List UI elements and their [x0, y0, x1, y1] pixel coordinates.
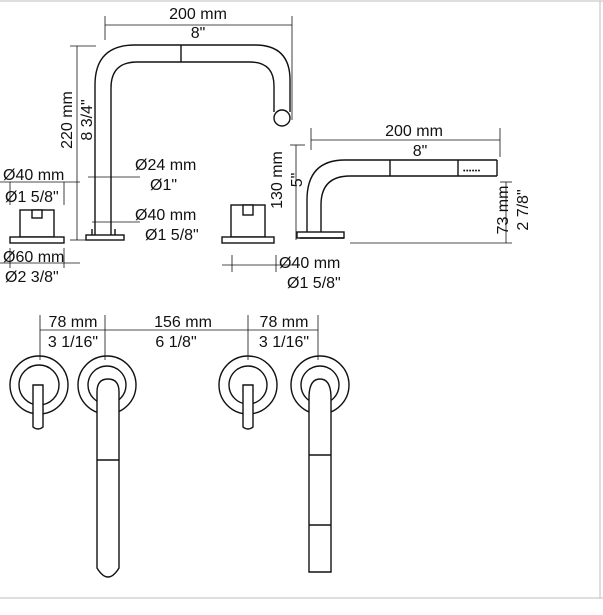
spout-diameter-dimension: Ø24 mm Ø1"	[88, 157, 196, 194]
rosette-dia-in: Ø2 3/8"	[5, 269, 59, 286]
spray-nozzles-icon: ••••••	[463, 168, 481, 175]
holder-height-in: 5"	[289, 173, 306, 188]
spout-dia-mm: Ø24 mm	[135, 157, 196, 174]
spout-base-dia-mm: Ø40 mm	[135, 207, 196, 224]
plan-spacing-dimension: 78 mm 3 1/16" 156 mm 6 1/8" 78 mm 3 1/16…	[39, 314, 319, 360]
left-handle-elevation	[9, 209, 65, 244]
hand-shower-base-diameter-dimension: Ø40 mm Ø1 5/8"	[222, 255, 341, 292]
hand-shower-head-height-dimension: 73 mm 2 7/8"	[350, 181, 532, 244]
right-handle-elevation	[221, 204, 275, 244]
right-handle-rosette	[221, 236, 275, 244]
hand-shower-elevation: ••••••	[296, 159, 498, 239]
spout-reach-dimension: 200 mm 8"	[104, 6, 293, 120]
spout-reach-mm: 200 mm	[169, 6, 227, 23]
hand-shower-base-dia-mm: Ø40 mm	[279, 255, 340, 272]
hand-shower-base-dia-in: Ø1 5/8"	[287, 275, 341, 292]
spout-height-dimension: 220 mm 8 3/4"	[59, 45, 96, 241]
spout-base-diameter-dimension: Ø40 mm Ø1 5/8"	[92, 207, 199, 244]
spacing-1-mm: 78 mm	[49, 314, 98, 331]
hand-shower-plan	[290, 355, 350, 573]
spacing-3-mm: 78 mm	[260, 314, 309, 331]
spout-dia-in: Ø1"	[150, 177, 177, 194]
hand-shower-outer	[306, 159, 497, 232]
rosette-dia-mm: Ø60 mm	[3, 249, 64, 266]
right-handle-lever-stub	[242, 204, 254, 216]
left-handle-dia-in: Ø1 5/8"	[5, 189, 59, 206]
spout-base	[85, 234, 125, 241]
head-height-mm: 73 mm	[495, 186, 512, 235]
spout-tube-outer	[94, 44, 291, 235]
holder-height-mm: 130 mm	[269, 151, 286, 209]
right-handle-plan	[218, 355, 278, 430]
left-handle-rosette	[9, 236, 65, 244]
spout-height-mm: 220 mm	[59, 91, 76, 149]
spacing-3-in: 3 1/16"	[259, 334, 309, 351]
hand-shower-length-in: 8"	[413, 143, 428, 160]
hand-shower-holder-height-dimension: 130 mm 5"	[269, 144, 306, 240]
spout-base-dia-in: Ø1 5/8"	[145, 227, 199, 244]
hand-shower-base	[296, 231, 345, 239]
hand-shower-inner	[320, 175, 497, 232]
spout-height-in: 8 3/4"	[79, 99, 96, 140]
left-handle-plan	[9, 355, 69, 430]
left-handle-dia-mm: Ø40 mm	[3, 167, 64, 184]
left-handle-lever-stub	[31, 209, 43, 219]
hand-shower-length-dimension: 200 mm 8"	[310, 123, 501, 160]
hand-shower-length-mm: 200 mm	[385, 123, 443, 140]
spout-plan	[77, 355, 137, 578]
bath-spout-elevation	[85, 44, 291, 241]
spacing-2-mm: 156 mm	[154, 314, 212, 331]
spout-reach-in: 8"	[191, 25, 206, 42]
head-height-in: 2 7/8"	[515, 189, 532, 230]
spout-tube-inner	[110, 61, 275, 235]
left-handle-diameter-dimension: Ø40 mm Ø1 5/8"	[0, 167, 80, 206]
spout-outlet	[273, 109, 291, 127]
spacing-2-in: 6 1/8"	[155, 334, 196, 351]
spacing-1-in: 3 1/16"	[48, 334, 98, 351]
rosette-diameter-dimension: Ø60 mm Ø2 3/8"	[0, 248, 80, 286]
